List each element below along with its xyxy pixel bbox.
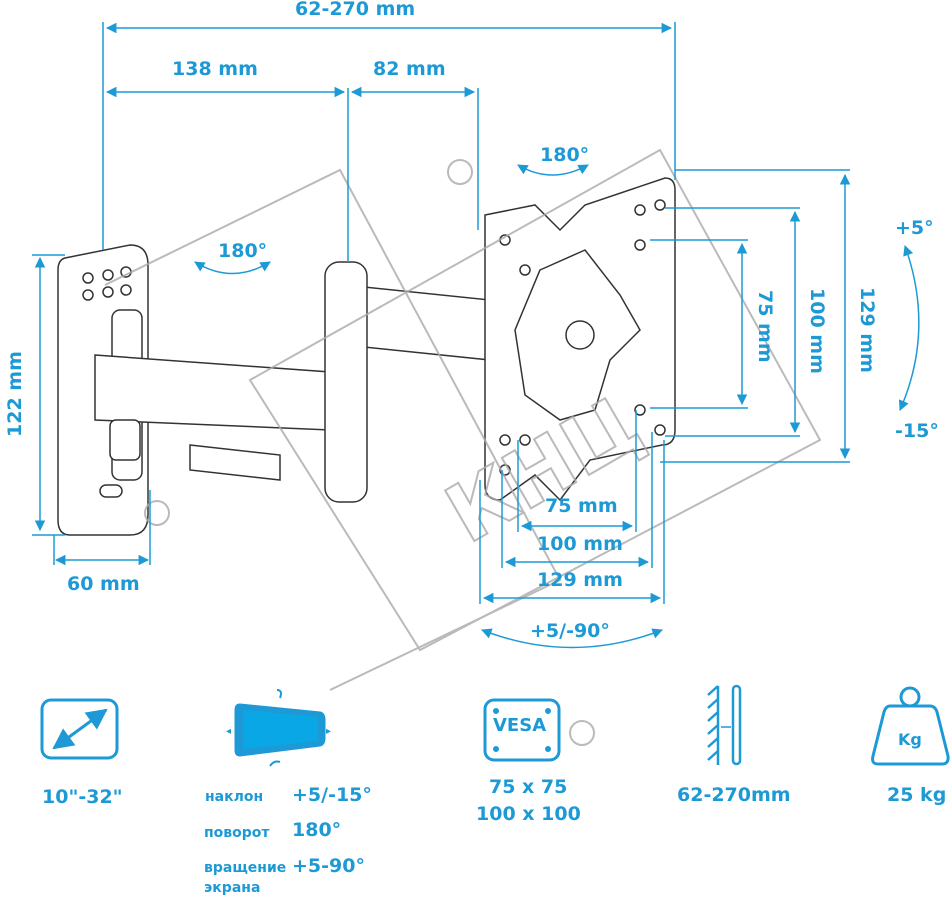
- vesa-v75-label: 75 mm: [754, 290, 776, 363]
- svg-text:▸: ▸: [326, 726, 331, 737]
- swivel-spec-label: поворот: [204, 825, 270, 841]
- plate-v129-label: 129 mm: [856, 287, 878, 373]
- rotation-label: +5/-90°: [530, 620, 610, 642]
- screen-size-value: 10"-32": [42, 786, 123, 808]
- vesa-v100-label: 100 mm: [806, 288, 828, 374]
- wall-plate-width-label: 60 mm: [67, 573, 140, 595]
- wall-distance-icon: [707, 684, 742, 766]
- distance-value: 62-270mm: [677, 784, 791, 806]
- arm2-label: 82 mm: [373, 58, 446, 80]
- svg-text:◂: ◂: [226, 726, 231, 737]
- plate-h129-label: 129 mm: [537, 569, 623, 591]
- tilt-spec-value: +5/-15°: [292, 784, 372, 806]
- weight-icon: [871, 686, 950, 766]
- total-depth-label: 62-270 mm: [295, 0, 416, 20]
- arms: [94, 261, 491, 503]
- screen-size-icon: [40, 698, 119, 760]
- weight-icon-text: Kg: [898, 730, 922, 749]
- vesa-value-2: 100 x 100: [476, 803, 581, 825]
- weight-value: 25 kg: [887, 784, 947, 806]
- rotate-spec-label-2: экрана: [204, 880, 261, 896]
- swivel-spec-value: 180°: [292, 819, 342, 841]
- vesa-h75-label: 75 mm: [545, 495, 618, 517]
- wall-plate-height-label: 122 mm: [4, 351, 26, 437]
- swivel-mid-label: 180°: [218, 240, 268, 262]
- tv-plate: [484, 177, 676, 502]
- dimension-lines: [32, 22, 920, 649]
- rotate-spec-label-1: вращение: [204, 860, 287, 876]
- rotate-spec-value: +5-90°: [292, 855, 365, 877]
- vesa-icon-text: VESA: [493, 715, 547, 736]
- vesa-value-1: 75 x 75: [489, 776, 568, 798]
- vesa-icon: [483, 698, 561, 762]
- tilt-up-label: +5°: [895, 217, 934, 239]
- vesa-h100-label: 100 mm: [537, 533, 623, 555]
- tilt-spec-label: наклон: [205, 789, 264, 805]
- arm1-label: 138 mm: [172, 58, 258, 80]
- tilt-swivel-icon: ◂▸: [226, 689, 331, 767]
- swivel-top-label: 180°: [540, 144, 590, 166]
- tilt-down-label: -15°: [895, 420, 939, 442]
